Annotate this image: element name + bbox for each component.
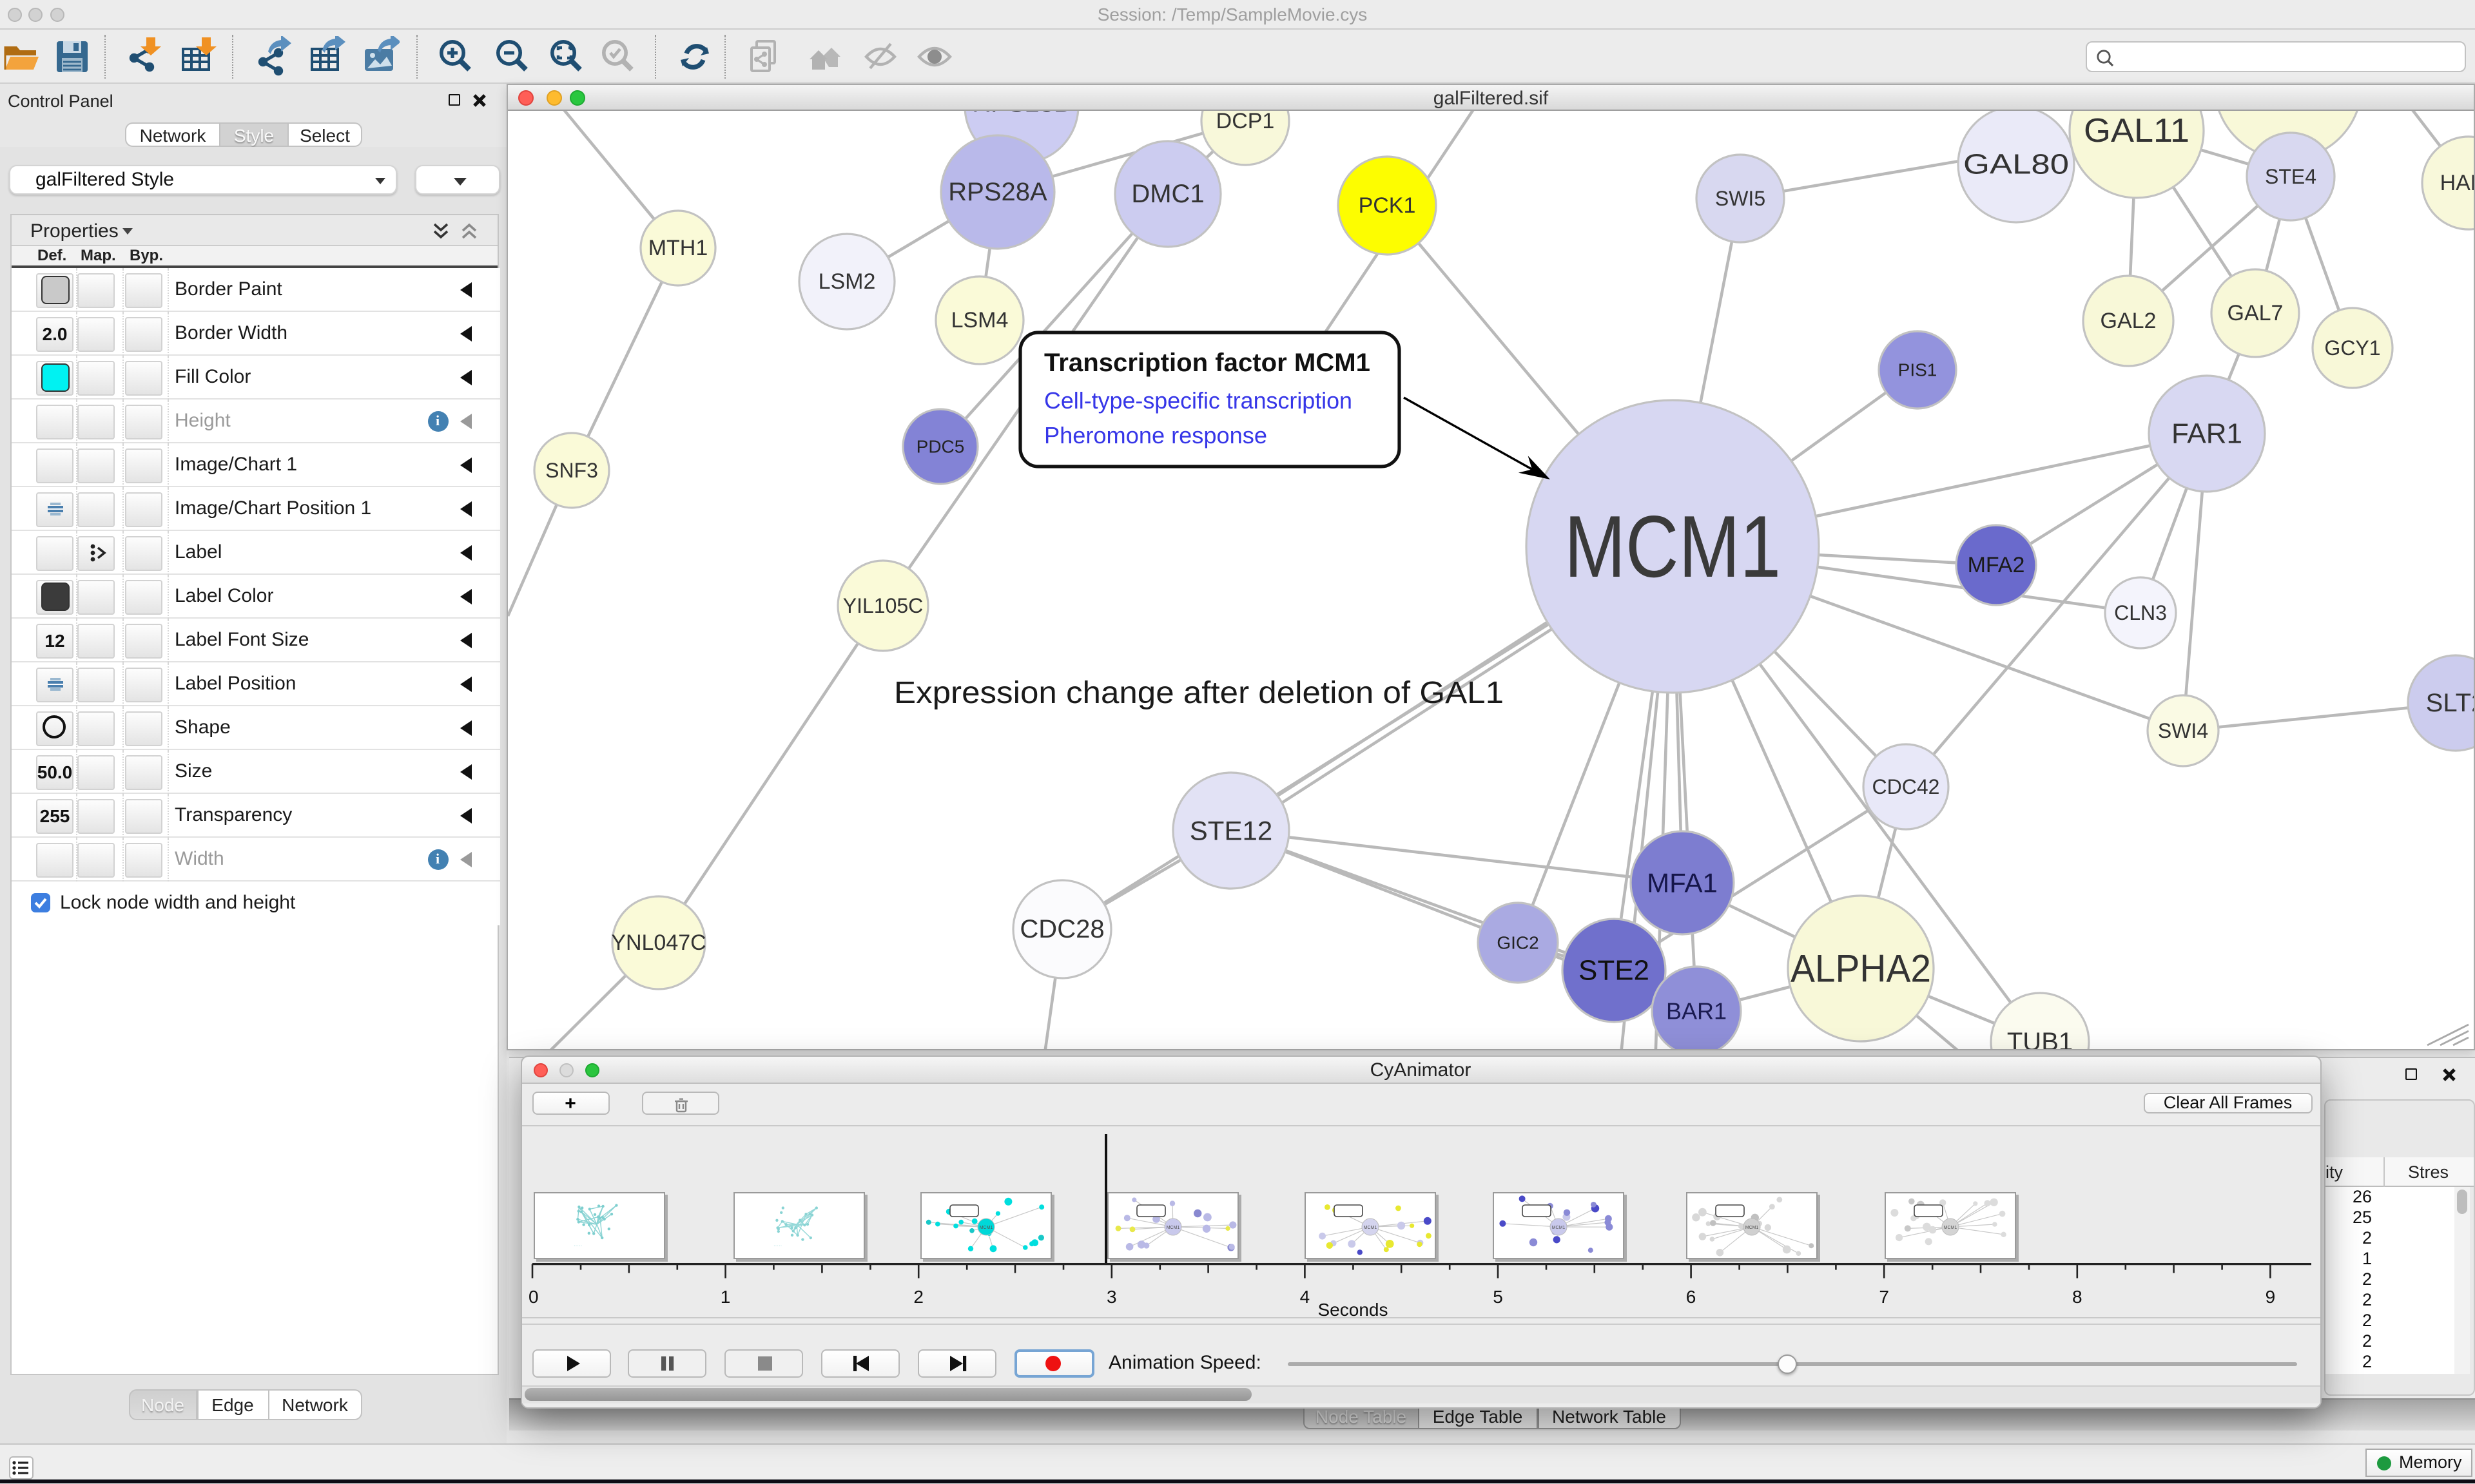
svg-text:TUB1: TUB1: [2007, 1027, 2073, 1048]
svg-text:GCY1: GCY1: [2324, 336, 2380, 359]
svg-text:PIS1: PIS1: [1898, 360, 1937, 380]
svg-text:STE12: STE12: [1190, 815, 1272, 845]
svg-text:GIC2: GIC2: [1497, 932, 1538, 952]
svg-text:Expression change after deleti: Expression change after deletion of GAL1: [894, 675, 1504, 709]
svg-text:MFA2: MFA2: [1968, 552, 2025, 577]
svg-text:PDC5: PDC5: [917, 436, 965, 456]
svg-text:CDC28: CDC28: [1020, 914, 1104, 943]
svg-text:SWI4: SWI4: [2158, 718, 2208, 742]
svg-text:FAR1: FAR1: [2171, 418, 2242, 449]
svg-text:DMC1: DMC1: [1131, 179, 1204, 207]
svg-text:GAL80: GAL80: [1963, 148, 2069, 180]
svg-text:BAR1: BAR1: [1666, 997, 1727, 1024]
svg-text:9: 9: [2265, 1287, 2275, 1307]
svg-text:SNF3: SNF3: [545, 458, 598, 481]
svg-text:YNL047C: YNL047C: [611, 930, 706, 954]
svg-text:SLT2: SLT2: [2426, 688, 2474, 717]
svg-text:LSM4: LSM4: [951, 307, 1009, 332]
svg-text:RPS28A: RPS28A: [948, 177, 1047, 206]
svg-text:GAL11: GAL11: [2084, 111, 2189, 149]
svg-text:CLN3: CLN3: [2114, 601, 2167, 624]
svg-text:DCP1: DCP1: [1216, 110, 1275, 133]
svg-text:SWI5: SWI5: [1715, 186, 1765, 209]
svg-text:GAL2: GAL2: [2101, 308, 2157, 332]
svg-text:HAP2: HAP2: [2440, 170, 2474, 195]
svg-text:MTH1: MTH1: [648, 235, 708, 260]
svg-text:CDC42: CDC42: [1872, 775, 1940, 798]
svg-text:STE4: STE4: [2265, 164, 2316, 188]
svg-text:YIL105C: YIL105C: [843, 593, 924, 617]
svg-text:RPS28B: RPS28B: [972, 110, 1071, 117]
svg-text:LSM2: LSM2: [819, 269, 876, 293]
svg-text:Transcription factor MCM1: Transcription factor MCM1: [1044, 348, 1370, 376]
svg-text:Pheromone response: Pheromone response: [1044, 421, 1267, 448]
svg-text:MFA1: MFA1: [1647, 867, 1718, 898]
svg-text:ALPHA2: ALPHA2: [1791, 947, 1931, 990]
svg-text:GAL7: GAL7: [2228, 300, 2284, 325]
svg-text:Cell-type-specific transcripti: Cell-type-specific transcription: [1044, 387, 1352, 413]
svg-text:PCK1: PCK1: [1359, 193, 1416, 217]
svg-text:STE2: STE2: [1578, 954, 1649, 986]
svg-text:MCM1: MCM1: [1564, 497, 1781, 595]
